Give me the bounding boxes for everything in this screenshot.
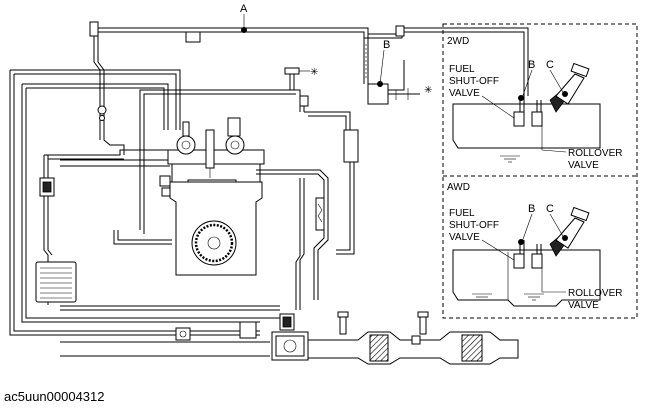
- fuel-shutoff-label-2wd-line2: SHUT-OFF: [449, 76, 499, 87]
- crankshaft-pulley: [194, 223, 234, 263]
- fuel-shutoff-label-awd-line1: FUEL: [449, 208, 475, 219]
- fuel-pump-assembly: [271, 313, 309, 361]
- vapor-line-top: [89, 21, 529, 96]
- callout-b-awd: B: [528, 203, 535, 215]
- inset-title-2wd: 2WD: [447, 36, 469, 47]
- fuel-lines-outer-left: [9, 69, 181, 336]
- fuel-tank-2wd: [452, 62, 601, 163]
- callout-c-2wd: C: [546, 59, 554, 71]
- rollover-label-awd-line2: VALVE: [568, 300, 599, 311]
- fuel-lines-right-loop: [113, 169, 329, 310]
- callout-b-main: B: [383, 39, 390, 51]
- callout-b-2wd: B: [528, 59, 535, 71]
- atmosphere-symbol-2: ✳: [424, 85, 432, 96]
- inset-title-awd: AWD: [447, 182, 470, 193]
- fuel-shutoff-label-awd-line2: SHUT-OFF: [449, 220, 499, 231]
- callout-c-awd: C: [546, 203, 554, 215]
- exhaust-system: [308, 311, 519, 365]
- rollover-label-2wd-line1: ROLLOVER: [568, 148, 622, 159]
- inset-frame: [442, 23, 638, 319]
- purge-line: ✳: [139, 67, 359, 255]
- catalytic-converter-rear: [461, 334, 483, 362]
- atmosphere-symbol-1: ✳: [310, 67, 318, 78]
- fuel-shutoff-label-awd-line3: VALVE: [449, 232, 480, 243]
- fuel-shutoff-label-2wd-line1: FUEL: [449, 64, 475, 75]
- bottom-lines: [60, 305, 280, 357]
- catalytic-converter-front: [369, 334, 389, 362]
- charcoal-canister: [35, 149, 170, 305]
- callout-a: A: [240, 3, 248, 15]
- rollover-label-2wd-line2: VALVE: [568, 160, 599, 171]
- engine-assembly: [60, 117, 265, 276]
- figure-code: ac5uun00004312: [4, 389, 105, 404]
- fuel-shutoff-label-2wd-line3: VALVE: [449, 88, 480, 99]
- vapor-valve-main: ✳: [363, 34, 432, 105]
- rollover-label-awd-line1: ROLLOVER: [568, 288, 622, 299]
- vapor-line-left-vertical: [93, 36, 125, 155]
